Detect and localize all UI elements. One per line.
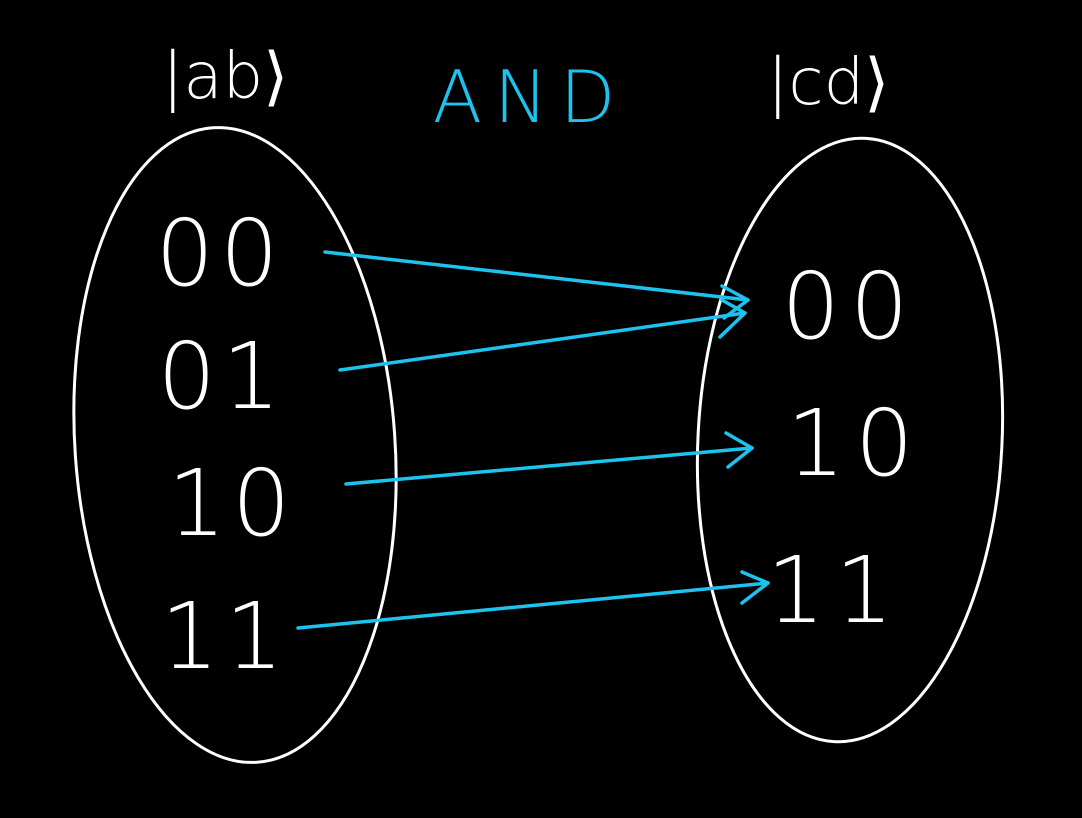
mapping-arrow bbox=[323, 250, 750, 320]
domain-item: 00 bbox=[155, 200, 284, 307]
codomain-item: 00 bbox=[781, 253, 918, 360]
codomain-item: 10 bbox=[786, 390, 923, 497]
left-set-label: |ab⟩ bbox=[162, 40, 288, 114]
domain-item: 11 bbox=[160, 583, 289, 690]
right-set-label: |cd⟩ bbox=[767, 46, 889, 120]
domain-item: 10 bbox=[167, 450, 296, 557]
domain-set bbox=[72, 126, 398, 764]
domain-item: 01 bbox=[157, 323, 286, 430]
gate-label: AND bbox=[433, 55, 628, 139]
mapping-arrow bbox=[296, 570, 770, 630]
codomain-item: 11 bbox=[766, 537, 903, 644]
mapping-arrow bbox=[338, 298, 747, 372]
mapping-arrow bbox=[344, 431, 754, 486]
codomain-set bbox=[695, 136, 1005, 744]
